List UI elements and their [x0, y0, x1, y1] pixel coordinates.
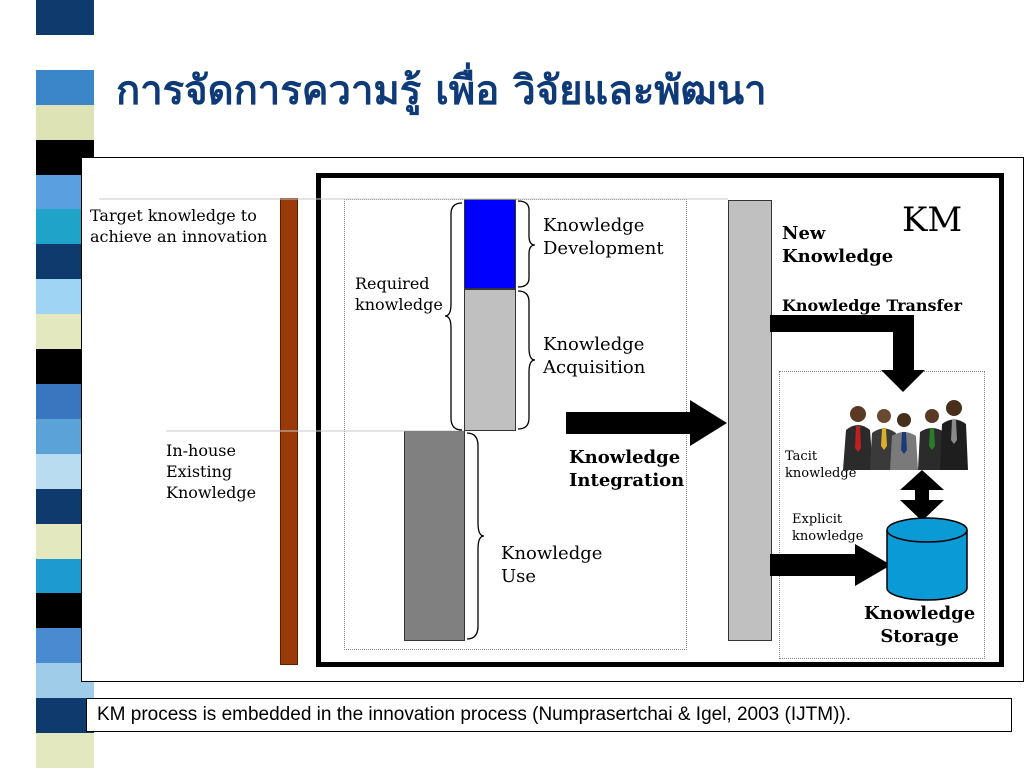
stripe-segment: [36, 69, 98, 106]
inhouse-knowledge-label: In-house Existing Knowledge: [166, 441, 257, 502]
km-storage-region: [779, 371, 985, 659]
slide-title: การจัดการความรู้ เพื่อ วิจัยและพัฒนา: [116, 68, 767, 114]
knowledge-development-block: [464, 199, 516, 289]
storage-arrow: [770, 544, 891, 586]
km-label: KM: [902, 200, 963, 240]
required-knowledge-brace: [444, 202, 463, 431]
stripe-segment: [36, 34, 98, 71]
tacit-explicit-arrow: [900, 470, 944, 521]
new-knowledge-label: New Knowledge: [782, 223, 894, 268]
knowledge-development-label: Knowledge Development: [543, 215, 664, 260]
knowledge-transfer-bar: [728, 200, 772, 641]
knowledge-integration-label: Knowledge Integration: [569, 447, 685, 492]
transfer-arrow: [770, 315, 925, 392]
diagram-frame: [81, 157, 1024, 682]
knowledge-acquisition-block: [464, 289, 516, 431]
tacit-knowledge-label: Tacit knowledge: [785, 449, 857, 481]
knowledge-storage-cylinder: [886, 517, 968, 601]
knowledge-use-block: [404, 431, 465, 641]
acquisition-brace: [517, 290, 536, 430]
stripe-segment: [36, 104, 98, 141]
stripe-segment: [36, 0, 98, 36]
knowledge-use-label: Knowledge Use: [501, 543, 603, 588]
integration-arrow: [566, 400, 727, 446]
stripe-segment: [36, 733, 98, 768]
knowledge-storage-label: Knowledge Storage: [864, 603, 976, 648]
people-group-illustration: [843, 400, 968, 470]
explicit-knowledge-label: Explicit knowledge: [792, 512, 864, 544]
required-knowledge-label: Required knowledge: [355, 274, 443, 314]
km-frame: [316, 173, 1004, 667]
target-knowledge-label: Target knowledge to achieve an innovatio…: [90, 206, 268, 246]
citation-caption: KM process is embedded in the innovation…: [86, 698, 1012, 732]
development-brace: [517, 200, 536, 288]
knowledge-transfer-label: Knowledge Transfer: [782, 296, 963, 315]
knowledge-acquisition-label: Knowledge Acquisition: [543, 334, 646, 379]
use-brace: [466, 432, 485, 640]
